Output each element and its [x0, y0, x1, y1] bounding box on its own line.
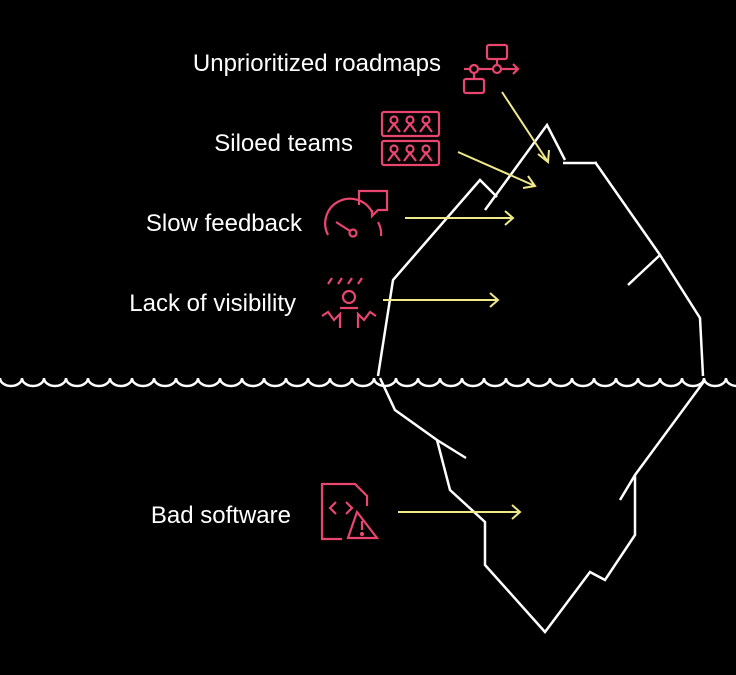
- label-bad-software: Bad software: [150, 502, 291, 529]
- label-slow-feedback: Slow feedback: [145, 210, 302, 237]
- code-file-warning-icon: [320, 482, 380, 541]
- iceberg-below-water: [378, 377, 707, 634]
- team-groups-icon: [380, 110, 441, 167]
- arrow-visibility: [383, 292, 500, 308]
- arrow-slow-feedback: [405, 210, 515, 226]
- label-lack-of-visibility: Lack of visibility: [129, 290, 296, 317]
- confused-person-icon: [321, 277, 377, 328]
- arrow-siloed-teams: [457, 151, 537, 189]
- arrow-bad-software: [398, 504, 522, 520]
- waterline-waves: [0, 377, 736, 388]
- iceberg-above-water: [376, 122, 705, 377]
- arrow-roadmaps: [501, 91, 550, 164]
- label-unprioritized-roadmaps: Unprioritized roadmaps: [192, 50, 441, 77]
- speedometer-chat-icon: [324, 189, 389, 238]
- label-siloed-teams: Siloed teams: [214, 130, 353, 157]
- flowchart-icon: [462, 43, 520, 95]
